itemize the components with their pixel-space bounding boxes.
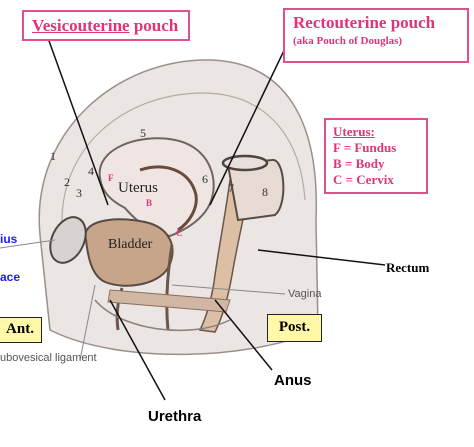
leader-rectum [257,249,386,266]
uterus-shape [98,137,215,238]
leader-vagina [171,284,286,295]
bladder-label: Bladder [108,237,153,252]
leader-rectouterine [209,37,291,206]
rectum-label: Rectum [386,260,430,275]
number-5: 5 [140,126,146,140]
legend-line-cervix: C = Cervix [333,172,394,187]
vesicouterine-underlined: Vesicouterine [32,16,130,35]
rectouterine-aka: (aka Pouch of Douglas) [293,35,403,47]
number-8: 8 [262,185,268,199]
number-2: 2 [64,175,70,189]
leader-puboves [79,284,96,361]
peritoneal-fold [61,92,306,226]
leader-vesicouterine [47,37,109,206]
letter-c: C [176,228,183,238]
number-1: 1 [50,149,56,163]
rectouterine-title: Rectouterine pouch [293,13,436,32]
leader-urethra [109,299,166,401]
uterus-label: Uterus [118,180,158,196]
vesicouterine-box: Vesicouterine pouch [22,10,190,41]
anus-label: Anus [274,372,312,389]
vagina-label: Vagina [288,288,322,300]
leader-anus [214,299,273,371]
left-partial-label-2: ace [0,270,21,284]
legend-line-fundus: F = Fundus [333,140,397,155]
post-tag: Post. [267,314,322,342]
letter-b: B [146,198,152,208]
vagina-canal [165,244,174,331]
legend-line-body: B = Body [333,156,385,171]
puboves-label: ubovesical ligament [0,352,97,364]
rectouterine-box: Rectouterine pouch (aka Pouch of Douglas… [283,8,469,63]
left-partial-label-1: ius [0,232,18,246]
uterus-legend-box: Uterus: F = Fundus B = Body C = Cervix [324,118,428,194]
vesicouterine-rest: pouch [129,16,179,35]
pelvic-floor [107,289,231,313]
number-7: 7 [228,181,234,195]
rectum-upper [226,159,285,222]
ant-tag: Ant. [0,317,42,343]
urethra-label: Urethra [148,408,202,425]
uterine-cavity [139,165,198,232]
rectum-opening [221,154,269,172]
pubic-bone [49,216,87,264]
leader-left-1 [0,239,56,249]
number-4: 4 [88,164,94,178]
number-3: 3 [76,186,82,200]
legend-title: Uterus: [333,124,375,139]
bladder-shape [84,218,174,287]
number-6: 6 [202,172,208,186]
letter-f: F [108,173,114,183]
outer-body-wall [94,299,231,332]
